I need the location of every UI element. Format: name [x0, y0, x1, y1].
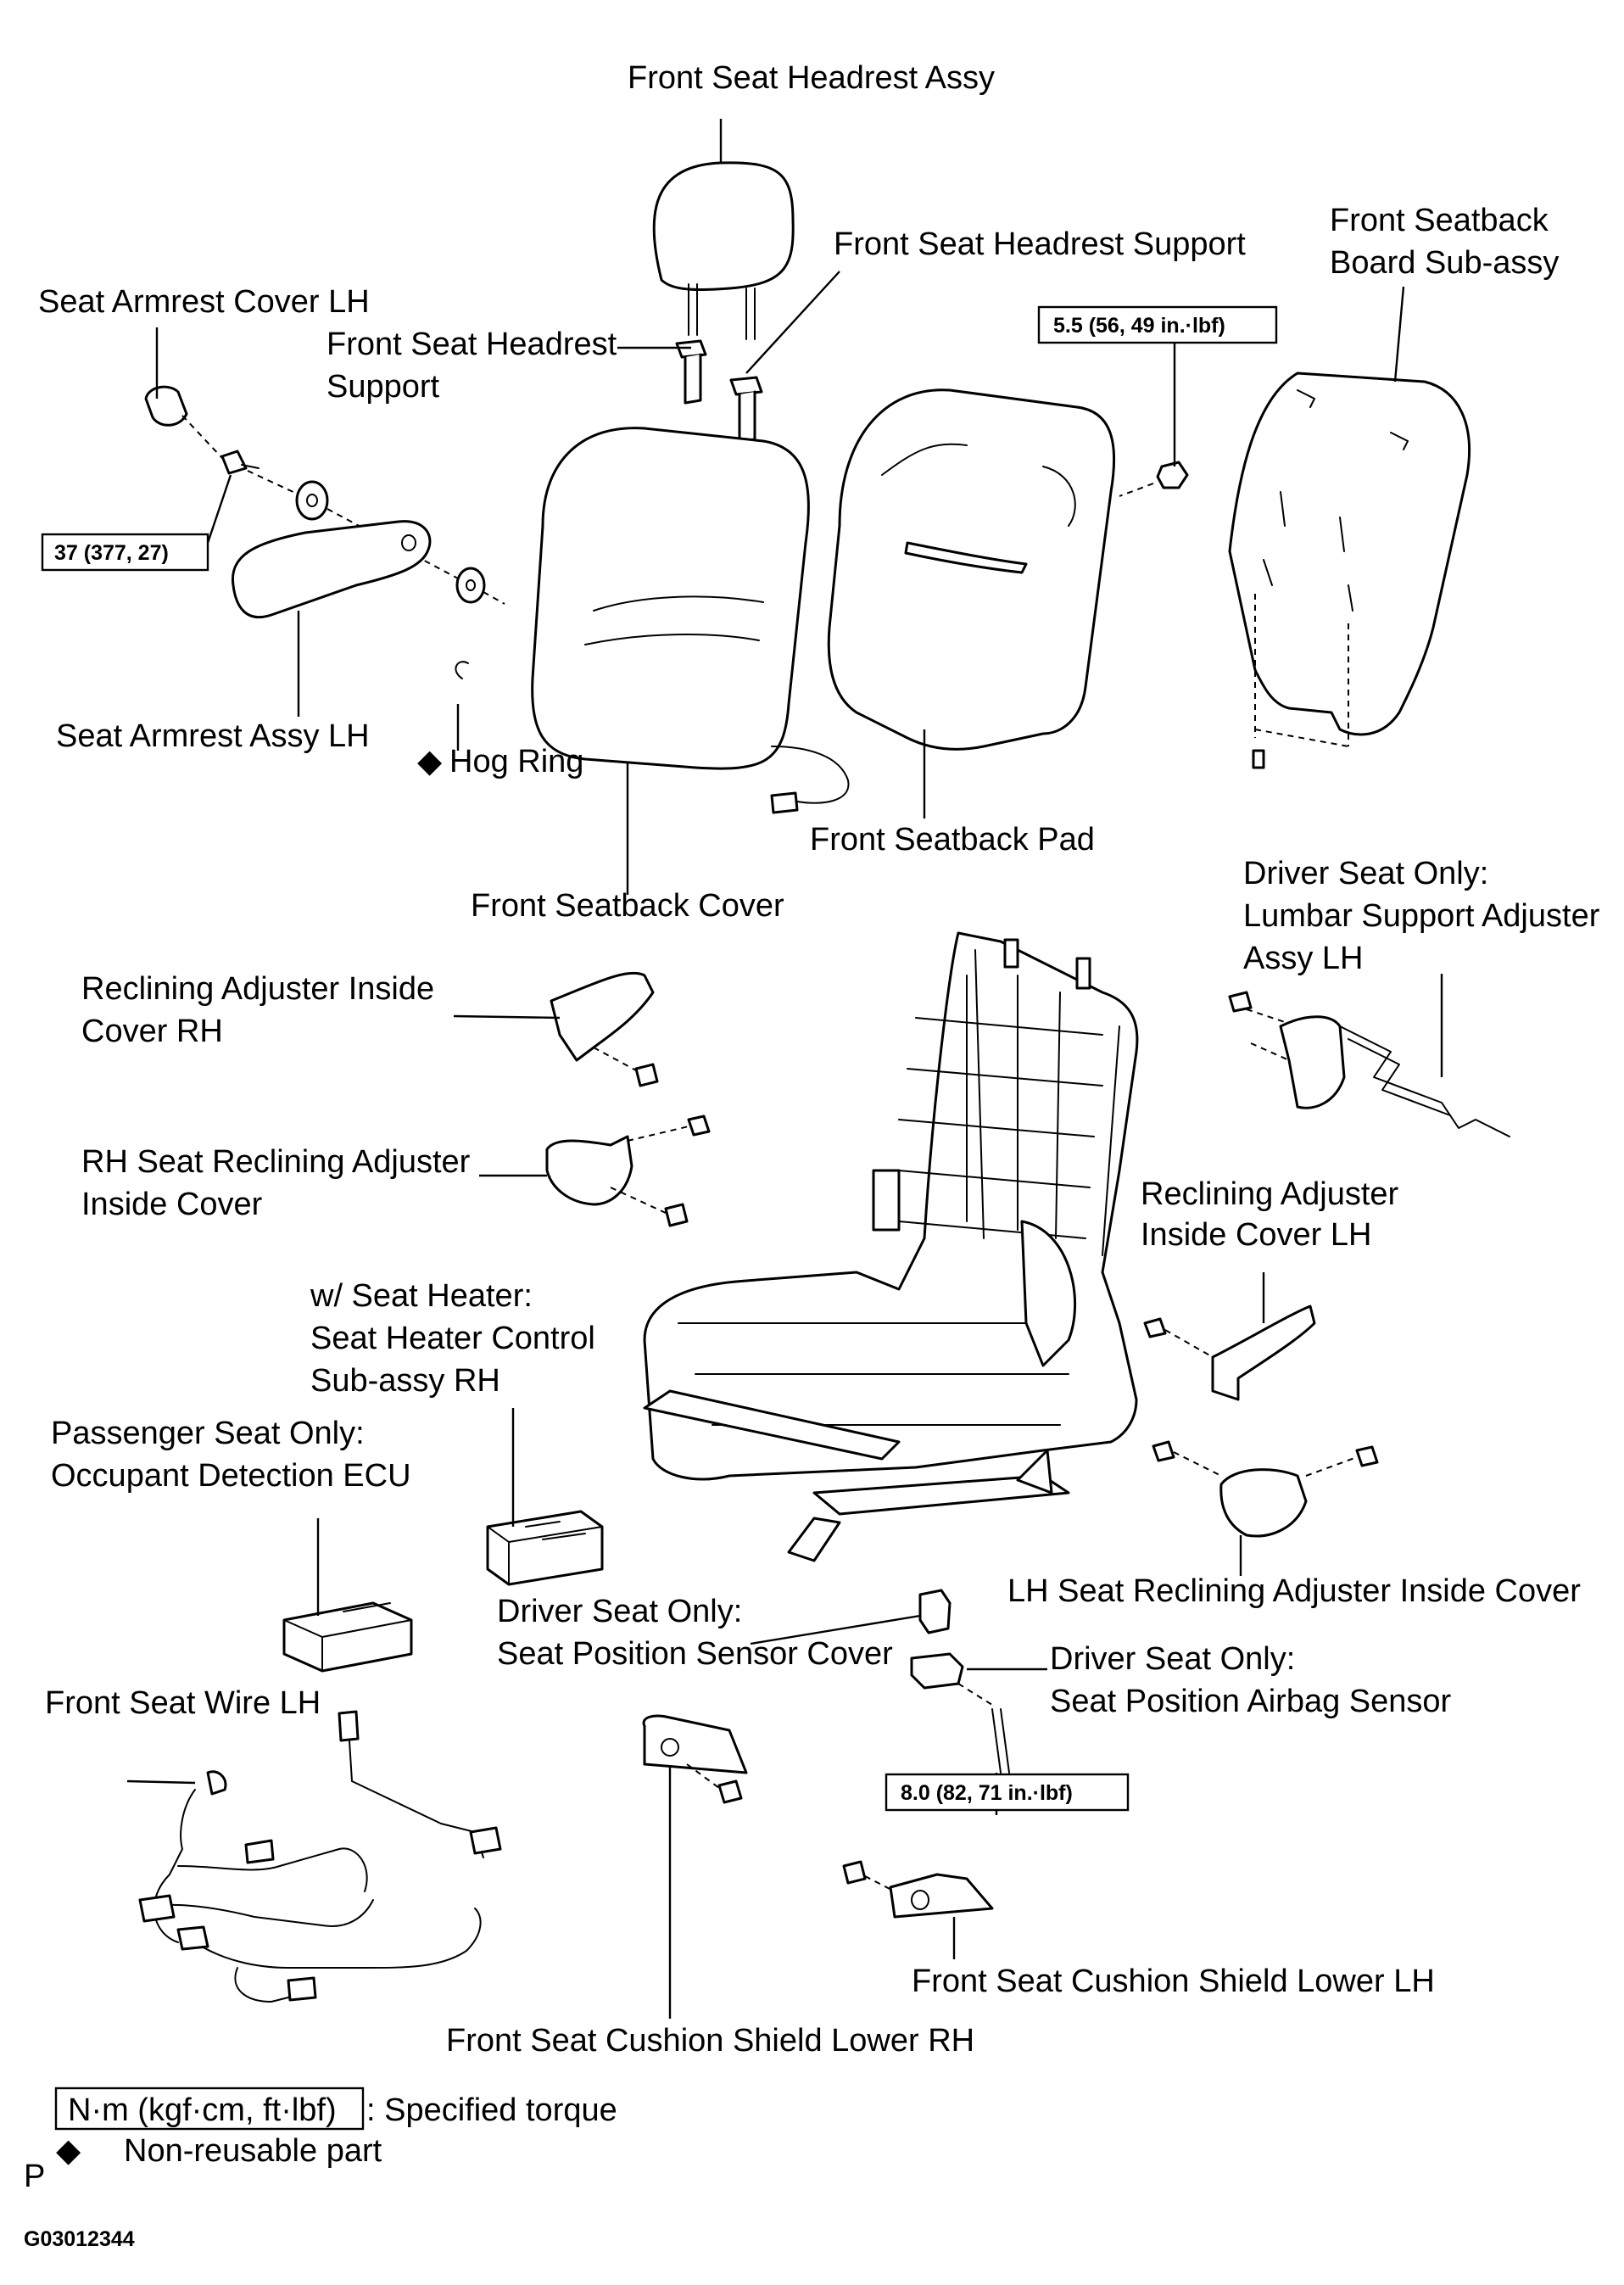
ecu-drawing — [282, 1601, 413, 1673]
label-heater-line2: Seat Heater Control — [310, 1321, 595, 1356]
hog-ring-drawing — [455, 661, 469, 679]
label-shield-lh: Front Seat Cushion Shield Lower LH — [912, 1964, 1435, 1999]
label-sensor-cover-line1: Driver Seat Only: — [497, 1594, 742, 1629]
armrest-drawing — [231, 520, 432, 618]
label-recl-cover-rh-line1: Reclining Adjuster Inside — [81, 971, 434, 1007]
label-ecu-line1: Passenger Seat Only: — [51, 1416, 365, 1451]
leader-lines — [126, 119, 1443, 2019]
torque-board-nut: 5.5 (56, 49 in.·lbf) — [1053, 314, 1225, 338]
torque-armrest-bolt: 37 (377, 27) — [54, 541, 169, 565]
label-heater-line3: Sub-assy RH — [310, 1363, 500, 1399]
label-recl-cover-lh-line1: Reclining Adjuster — [1141, 1176, 1399, 1212]
footer-letter: P — [24, 2159, 45, 2194]
label-seatback-cover: Front Seatback Cover — [471, 888, 784, 924]
label-rh-recl-line1: RH Seat Reclining Adjuster — [81, 1144, 471, 1180]
label-armrest-assy: Seat Armrest Assy LH — [56, 718, 370, 754]
torque-box-armrest-bolt: 37 (377, 27) — [41, 533, 209, 572]
legend-nonreusable: Non-reusable part — [124, 2133, 382, 2169]
headrest-drawing — [652, 161, 795, 340]
label-sensor-cover-line2: Seat Position Sensor Cover — [497, 1636, 893, 1672]
label-shield-rh: Front Seat Cushion Shield Lower RH — [446, 2023, 974, 2059]
recl-cover-rh-drawing — [550, 971, 659, 1087]
seat-frame-drawing — [643, 931, 1139, 1562]
label-lumbar-line3: Assy LH — [1243, 941, 1363, 976]
heater-control-drawing — [486, 1510, 604, 1586]
label-recl-cover-lh-line2: Inside Cover LH — [1141, 1217, 1371, 1253]
hog-ring-diamond: ◆ — [417, 744, 443, 779]
seatback-pad-drawing — [827, 388, 1116, 751]
torque-sensor-bolt: 8.0 (82, 71 in.·lbf) — [901, 1781, 1073, 1805]
shield-lh-drawing — [842, 1860, 994, 1919]
label-lh-recl: LH Seat Reclining Adjuster Inside Cover — [1007, 1573, 1581, 1609]
footer-code: G03012344 — [24, 2227, 135, 2251]
label-airbag-sensor-line2: Seat Position Airbag Sensor — [1050, 1684, 1452, 1719]
torque-box-sensor-bolt: 8.0 (82, 71 in.·lbf) — [885, 1773, 1130, 1812]
label-lumbar-line2: Lumbar Support Adjuster — [1243, 898, 1600, 934]
lh-recl-drawing — [1152, 1440, 1379, 1538]
legend-diamond: ◆ — [56, 2133, 81, 2169]
label-rh-recl-line2: Inside Cover — [81, 1187, 263, 1222]
seatback-board-drawing — [1228, 372, 1471, 769]
lumbar-drawing — [1228, 991, 1510, 1137]
board-nut-drawing — [1119, 461, 1189, 497]
recl-cover-lh-drawing — [1143, 1305, 1316, 1401]
sensor-cover-drawing — [918, 1589, 952, 1634]
seatback-cover-drawing — [531, 427, 850, 814]
legend-torque-unit: N·m (kgf·cm, ft·lbf) — [68, 2092, 337, 2128]
label-ecu-line2: Occupant Detection ECU — [51, 1458, 411, 1494]
seat-wire-drawing — [138, 1710, 502, 2003]
rh-recl-drawing — [545, 1115, 711, 1227]
label-airbag-sensor-line1: Driver Seat Only: — [1050, 1641, 1295, 1677]
label-seatback-board-line1: Front Seatback — [1330, 203, 1549, 238]
torque-box-board-nut: 5.5 (56, 49 in.·lbf) — [1037, 305, 1278, 344]
label-headrest-support-left-line2: Support — [326, 369, 440, 405]
label-headrest-support-right: Front Seat Headrest Support — [834, 226, 1246, 262]
label-armrest-cover: Seat Armrest Cover LH — [38, 284, 370, 320]
label-seatback-pad: Front Seatback Pad — [810, 822, 1095, 858]
label-seat-wire: Front Seat Wire LH — [45, 1685, 321, 1721]
label-hog-ring: Hog Ring — [449, 744, 583, 779]
airbag-sensor-drawing — [910, 1652, 1010, 1774]
label-lumbar-line1: Driver Seat Only: — [1243, 856, 1488, 891]
armrest-hardware-drawing — [144, 385, 505, 605]
legend: N·m (kgf·cm, ft·lbf) : Specified torque … — [54, 2087, 617, 2169]
shield-rh-drawing — [642, 1714, 748, 1804]
legend-torque-desc: : Specified torque — [366, 2092, 617, 2128]
label-headrest-support-left-line1: Front Seat Headrest — [326, 327, 617, 362]
label-headrest-assy: Front Seat Headrest Assy — [628, 60, 995, 96]
label-recl-cover-rh-line2: Cover RH — [81, 1014, 223, 1049]
label-heater-line1: w/ Seat Heater: — [310, 1278, 533, 1314]
headrest-support-drawing — [675, 339, 763, 443]
label-seatback-board-line2: Board Sub-assy — [1330, 245, 1559, 281]
